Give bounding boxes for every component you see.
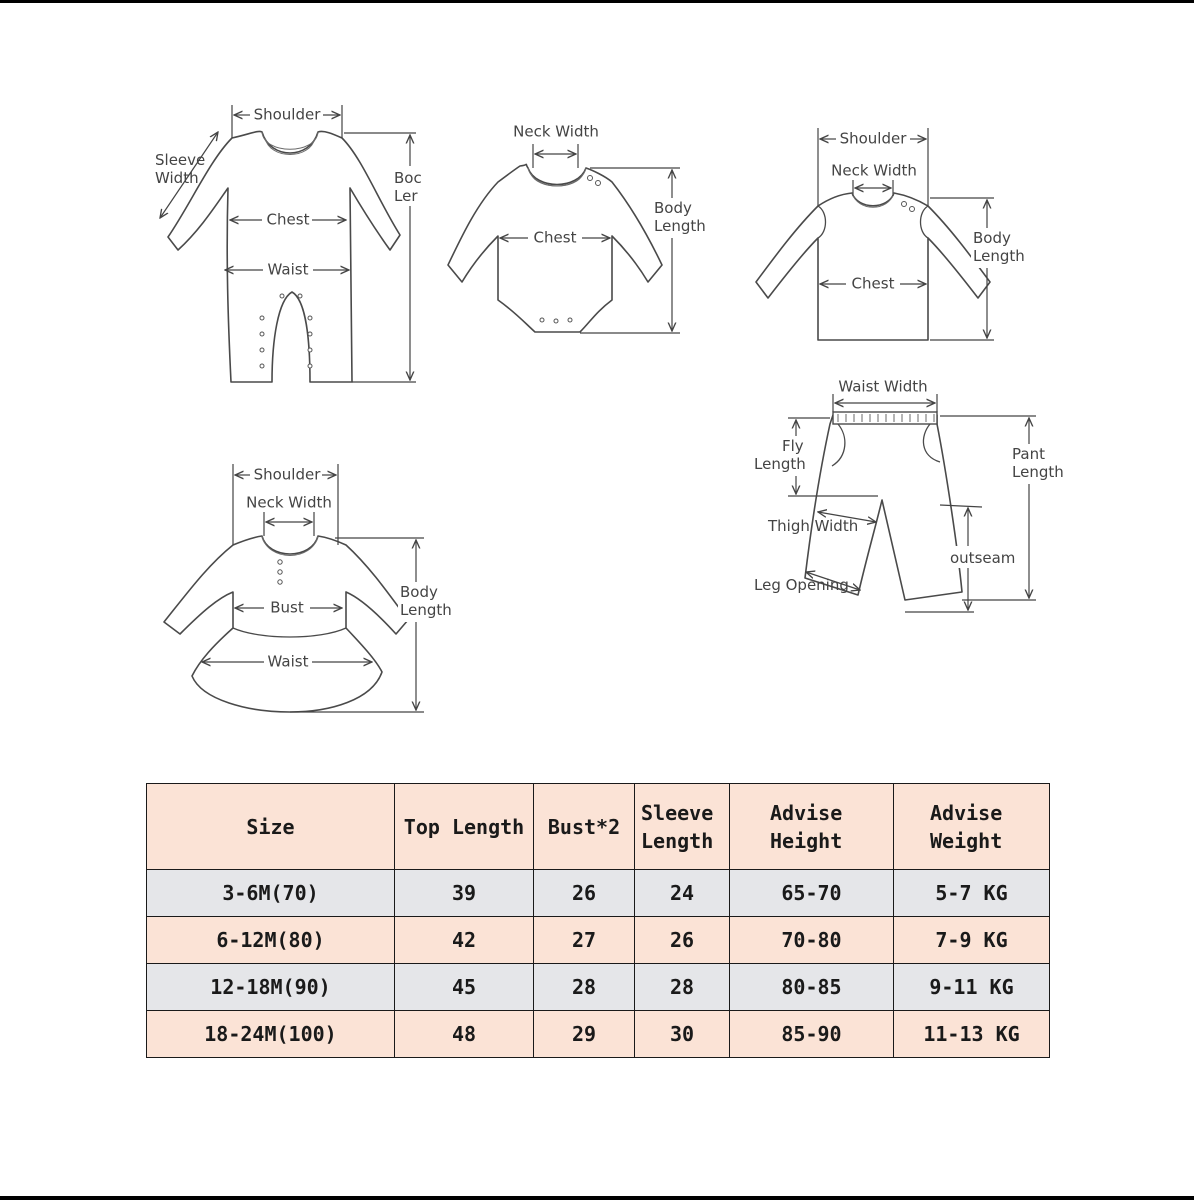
romper-collar bbox=[261, 131, 319, 150]
cell-bust: 28 bbox=[533, 963, 635, 1011]
pants-leg-opening-label: Leg Opening bbox=[754, 576, 849, 594]
cell-top-length: 42 bbox=[394, 916, 534, 964]
cell-top-length: 48 bbox=[394, 1010, 534, 1058]
pants-outline bbox=[804, 414, 963, 601]
top-body-length-label-1: Body bbox=[973, 229, 1011, 247]
bodysuit-diagram: Neck Width Chest Body Length bbox=[447, 123, 710, 334]
garment-diagrams: Shoulder Sleeve Width Chest Waist Boc Le… bbox=[155, 105, 1068, 713]
top-border bbox=[0, 0, 1194, 3]
cell-advise-weight: 9-11 KG bbox=[893, 963, 1050, 1011]
table-row: 6-12M(80) 42 27 26 70-80 7-9 KG bbox=[146, 916, 1050, 964]
dress-diagram: Shoulder Neck Width Bust Waist Body Leng… bbox=[163, 464, 454, 713]
cell-sleeve-length: 28 bbox=[634, 963, 730, 1011]
pants-diagram: Waist Width Fly Length Pant Length Thigh… bbox=[752, 378, 1068, 613]
dress-neck-width-label: Neck Width bbox=[246, 494, 332, 512]
dress-bust-label: Bust bbox=[270, 599, 304, 617]
dress-waist-label: Waist bbox=[268, 653, 309, 671]
cell-size: 6-12M(80) bbox=[146, 916, 395, 964]
bodysuit-body-length-label-2: Length bbox=[654, 217, 706, 235]
cell-advise-height: 70-80 bbox=[729, 916, 894, 964]
romper-body-length-label-2: Ler bbox=[394, 187, 418, 205]
pants-waist-width-label: Waist Width bbox=[838, 378, 927, 396]
bodysuit-neck-width-label: Neck Width bbox=[513, 123, 599, 141]
bodysuit-chest-label: Chest bbox=[534, 229, 577, 247]
cell-advise-height: 65-70 bbox=[729, 869, 894, 917]
header-bust: Bust*2 bbox=[533, 783, 635, 870]
cell-advise-height: 85-90 bbox=[729, 1010, 894, 1058]
pants-pant-length-label-1: Pant bbox=[1012, 445, 1045, 463]
cell-sleeve-length: 26 bbox=[634, 916, 730, 964]
romper-shoulder-label: Shoulder bbox=[254, 106, 322, 124]
romper-sleeve-width-label-1: Sleeve bbox=[155, 151, 205, 169]
cell-sleeve-length: 30 bbox=[634, 1010, 730, 1058]
romper-sleeve-width-label-2: Width bbox=[155, 169, 199, 187]
pants-thigh-width-label: Thigh Width bbox=[767, 517, 858, 535]
table-row: 18-24M(100) 48 29 30 85-90 11-13 KG bbox=[146, 1010, 1050, 1058]
top-shoulder-label: Shoulder bbox=[840, 130, 908, 148]
cell-sleeve-length: 24 bbox=[634, 869, 730, 917]
pants-outseam-label: outseam bbox=[950, 549, 1015, 567]
romper-waist-label: Waist bbox=[268, 261, 309, 279]
cell-top-length: 45 bbox=[394, 963, 534, 1011]
romper-diagram: Shoulder Sleeve Width Chest Waist Boc Le… bbox=[155, 105, 422, 383]
cell-size: 18-24M(100) bbox=[146, 1010, 395, 1058]
pants-pant-length-label-2: Length bbox=[1012, 463, 1064, 481]
table-row: 12-18M(90) 45 28 28 80-85 9-11 KG bbox=[146, 963, 1050, 1011]
header-size: Size bbox=[146, 783, 395, 870]
top-body-length-label-2: Length bbox=[973, 247, 1025, 265]
header-top-length: Top Length bbox=[394, 783, 534, 870]
romper-chest-label: Chest bbox=[267, 211, 310, 229]
cell-bust: 29 bbox=[533, 1010, 635, 1058]
cell-top-length: 39 bbox=[394, 869, 534, 917]
romper-body-length-label-1: Boc bbox=[394, 169, 422, 187]
bodysuit-body-length-label-1: Body bbox=[654, 199, 692, 217]
romper-snap-buttons bbox=[259, 293, 313, 369]
cell-bust: 26 bbox=[533, 869, 635, 917]
dress-body-length-label-2: Length bbox=[400, 601, 452, 619]
table-row: 3-6M(70) 39 26 24 65-70 5-7 KG bbox=[146, 869, 1050, 917]
cell-advise-weight: 5-7 KG bbox=[893, 869, 1050, 917]
top-chest-label: Chest bbox=[852, 275, 895, 293]
bottom-border bbox=[0, 1196, 1194, 1200]
cell-size: 12-18M(90) bbox=[146, 963, 395, 1011]
pants-fly-length-label-2: Length bbox=[754, 455, 806, 473]
top-diagram: Shoulder Neck Width Chest Body Length bbox=[755, 128, 1025, 341]
cell-bust: 27 bbox=[533, 916, 635, 964]
cell-size: 3-6M(70) bbox=[146, 869, 395, 917]
bodysuit-outline bbox=[447, 163, 663, 333]
cell-advise-weight: 11-13 KG bbox=[893, 1010, 1050, 1058]
top-outline bbox=[755, 192, 991, 341]
cell-advise-height: 80-85 bbox=[729, 963, 894, 1011]
cell-advise-weight: 7-9 KG bbox=[893, 916, 1050, 964]
romper-outline bbox=[167, 130, 401, 383]
pants-fly-length-label-1: Fly bbox=[782, 437, 804, 455]
dress-outline bbox=[163, 535, 409, 713]
top-neck-width-label: Neck Width bbox=[831, 162, 917, 180]
dress-shoulder-label: Shoulder bbox=[254, 466, 322, 484]
dress-body-length-label-1: Body bbox=[400, 583, 438, 601]
